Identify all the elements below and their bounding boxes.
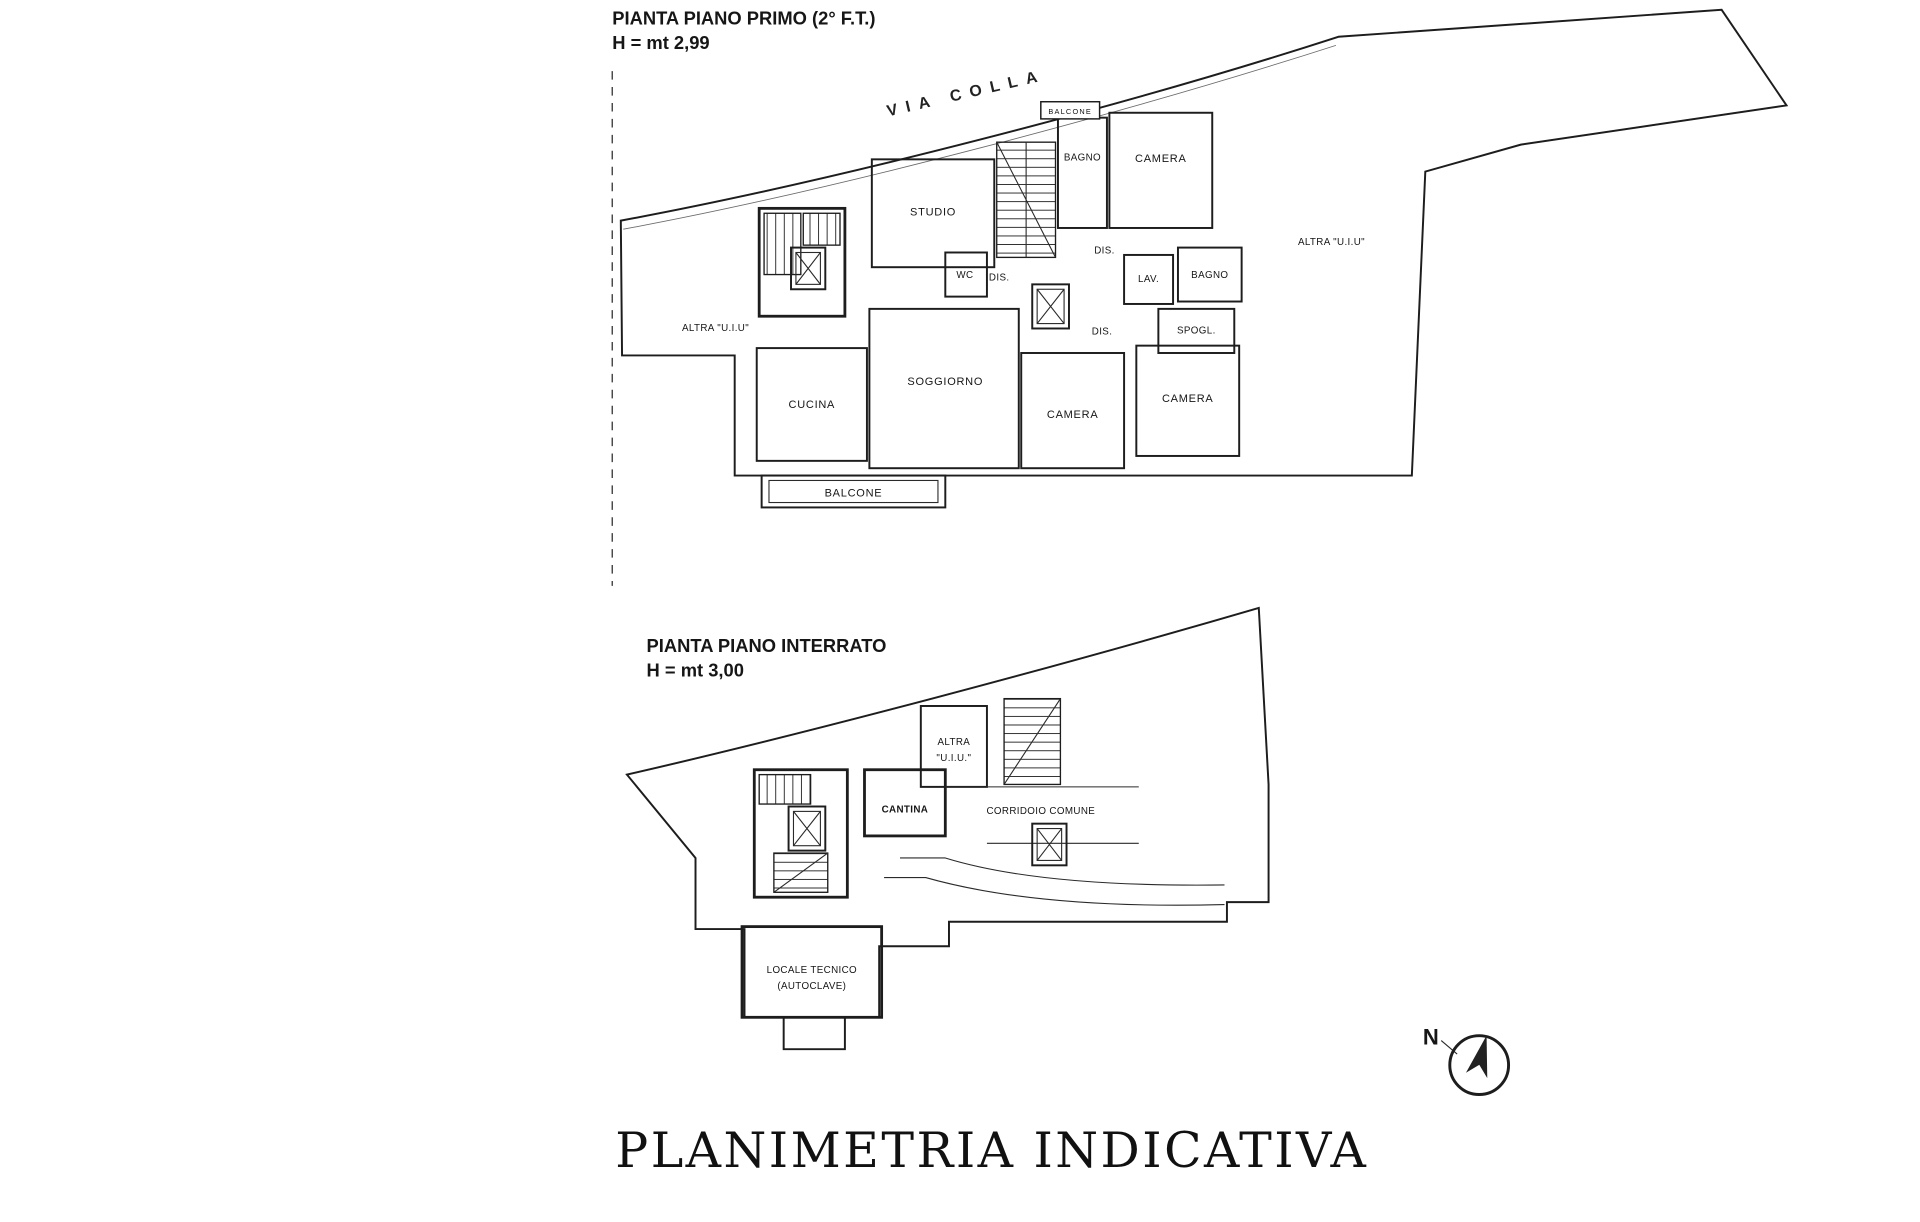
street-label: VIA COLLA — [885, 67, 1047, 120]
room-cantina-walls — [863, 768, 947, 838]
footer-title: PLANIMETRIA INDICATIVA — [615, 1122, 1368, 1179]
compass-circle — [1448, 1034, 1511, 1097]
room-label-lav: LAV. — [1138, 274, 1159, 285]
room-camera-mid-walls — [1020, 352, 1126, 470]
room-label-camera-top: CAMERA — [1135, 153, 1187, 165]
stairs-runline — [1003, 698, 1061, 785]
compass: N — [1423, 1024, 1511, 1097]
corridor-walls — [945, 786, 1139, 844]
room-label-camera-mid: CAMERA — [1047, 409, 1099, 421]
room-label-balcone-bottom: BALCONE — [825, 487, 883, 499]
elevator-icon — [1031, 822, 1068, 867]
room-label-altra-line1: ALTRA — [938, 737, 971, 748]
room-wc-walls — [944, 251, 988, 298]
stairs-hatch — [802, 212, 841, 246]
room-locale-tecnico-walls — [740, 925, 884, 1019]
first-floor-plan: PIANTA PIANO PRIMO (2° F.T.) H = mt 2,99… — [611, 8, 1789, 586]
room-label-bagno-right: BAGNO — [1191, 270, 1228, 281]
balcony-outline — [1040, 100, 1101, 120]
room-label-dis-a: DIS. — [989, 273, 1010, 284]
balcony-outline — [760, 474, 947, 509]
room-label-spogl: SPOGL. — [1177, 325, 1216, 336]
elevator-cross — [793, 811, 821, 847]
room-label-altra-uiu-left: ALTRA "U.I.U" — [682, 323, 749, 334]
room-label-balcone-top: BALCONE — [1048, 107, 1092, 116]
stairs-runline — [996, 141, 1057, 258]
elevator-icon — [1031, 283, 1070, 330]
stairwell-left — [757, 206, 847, 318]
stairwell-basement-left — [752, 768, 849, 899]
room-camera-top-walls — [1108, 111, 1214, 229]
room-label-altra-line2: "U.I.U." — [936, 753, 971, 764]
room-label-cantina: CANTINA — [882, 805, 929, 816]
stairs-hatch — [763, 212, 802, 276]
elevator-cross — [795, 252, 821, 285]
elevator-cross — [1036, 288, 1065, 324]
room-label-dis-c: DIS. — [1092, 327, 1113, 338]
street-edge-second-line — [623, 44, 1337, 230]
stairwell-left-walls — [757, 206, 847, 318]
room-label-camera-right: CAMERA — [1162, 393, 1214, 405]
stairwell-central — [996, 141, 1057, 259]
basement-title: PIANTA PIANO INTERRATO — [647, 635, 887, 656]
elevator-icon — [790, 246, 827, 291]
elevator-central — [1031, 283, 1070, 330]
room-camera-right-walls — [1135, 344, 1241, 457]
elevator-inner — [795, 251, 821, 285]
room-label-corridoio-comune: CORRIDOIO COMUNE — [986, 806, 1095, 817]
first-floor-height-label: H = mt 2,99 — [612, 32, 709, 53]
room-spogl-walls — [1157, 307, 1236, 354]
compass-needle-icon — [1465, 1035, 1488, 1079]
first-floor-title: PIANTA PIANO PRIMO (2° F.T.) — [612, 8, 875, 29]
room-label-altra-uiu-right: ALTRA "U.I.U" — [1298, 237, 1365, 248]
room-label-soggiorno: SOGGIORNO — [907, 376, 983, 388]
room-label-studio: STUDIO — [910, 207, 956, 219]
basement-height-label: H = mt 3,00 — [647, 660, 744, 681]
elevator-inner — [792, 810, 821, 847]
room-label-cucina: CUCINA — [789, 399, 836, 411]
room-studio-walls — [870, 158, 996, 269]
stairwell-basement-right — [1003, 697, 1062, 786]
room-label-wc: WC — [956, 270, 973, 281]
room-label-locale-tecnico-line1: LOCALE TECNICO — [767, 965, 857, 976]
balcony-bottom — [760, 474, 947, 509]
stairs-hatch — [758, 773, 812, 805]
balcony-top — [1040, 100, 1101, 120]
room-cucina-walls — [755, 347, 868, 462]
first-floor-outline — [619, 8, 1789, 477]
ramp-lower-line — [884, 877, 1225, 906]
elevator-inner — [1036, 828, 1063, 861]
elevator-basement-central — [1031, 822, 1068, 867]
north-label: N — [1423, 1024, 1439, 1049]
room-label-locale-tecnico-line2: (AUTOCLAVE) — [777, 981, 846, 992]
stairwell-walls — [752, 768, 849, 899]
room-label-bagno-top: BAGNO — [1064, 153, 1101, 164]
basement-plan: PIANTA PIANO INTERRATO H = mt 3,00 — [625, 606, 1270, 1051]
elevator-inner — [1036, 288, 1065, 325]
elevator-cross — [1036, 828, 1063, 861]
room-label-dis-b: DIS. — [1094, 246, 1115, 257]
ramp-upper-line — [900, 857, 1225, 886]
balcony-inner-line — [768, 479, 939, 504]
basement-outline — [625, 606, 1270, 1051]
elevator-icon — [787, 805, 827, 852]
room-lav-walls — [1123, 253, 1175, 305]
room-soggiorno-walls — [868, 307, 1020, 470]
stairs-runline — [773, 852, 829, 893]
room-bagno-top-walls — [1056, 116, 1108, 229]
room-bagno-right-walls — [1176, 246, 1243, 303]
